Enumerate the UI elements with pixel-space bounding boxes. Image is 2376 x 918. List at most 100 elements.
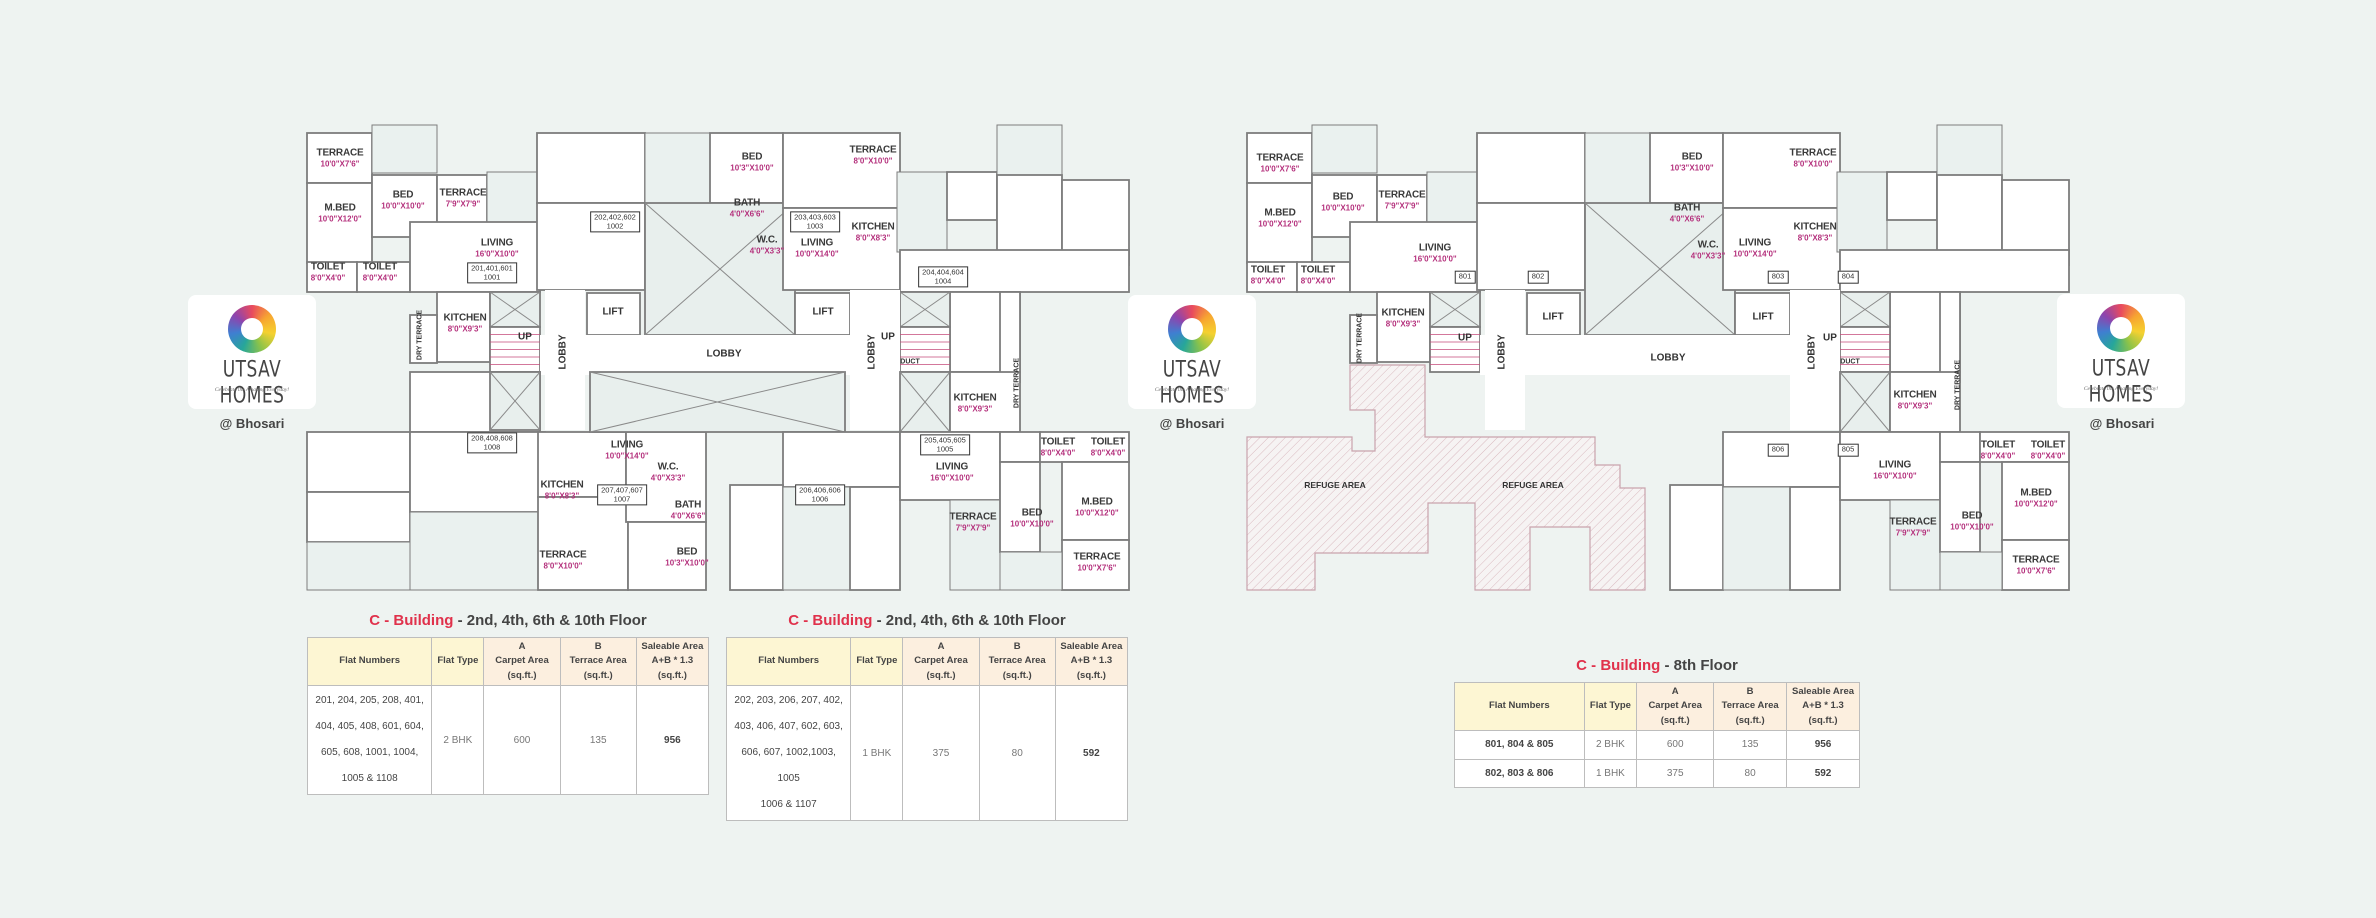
table-row: 202, 203, 206, 207, 402,403, 406, 407, 6…	[725, 685, 1129, 821]
room-balcony	[409, 511, 546, 591]
table-row: 802, 803 & 806 1 BHK 375 80 592	[1454, 758, 1860, 788]
logo-brand: UTSAV HOMES	[1159, 357, 1225, 409]
room-room	[782, 431, 901, 488]
logo-tagline: Celebrate the Amazing Everyday!	[214, 387, 290, 393]
room-room	[729, 484, 784, 591]
room-name: LIVING	[610, 439, 644, 451]
room-dimension: 8'0"X4'0"	[2030, 451, 2066, 461]
flat-number-tag: 802	[1527, 270, 1549, 284]
room-room	[1722, 132, 1841, 209]
room-room	[1476, 132, 1586, 204]
up-label: UP	[518, 331, 532, 343]
void-cross-line	[644, 202, 796, 336]
room-label: W.C.4'0"X3'3"	[651, 462, 686, 483]
room-lobby-floor	[540, 335, 900, 375]
flat-number: 805	[1841, 444, 1855, 454]
logo-tagline: Celebrate the Amazing Everyday!	[2083, 386, 2159, 392]
room-balcony	[949, 499, 1001, 591]
room-room	[306, 491, 411, 543]
dry-terrace-label: DRY TERRACE	[416, 309, 424, 361]
dry-terrace-label: DRY TERRACE	[1954, 359, 1962, 411]
lift-label: LIFT	[602, 306, 624, 318]
flat-number: 1004	[934, 276, 952, 285]
room-dimension: 10'3"X10'0"	[1670, 163, 1714, 173]
flat-number: 801	[1458, 271, 1472, 281]
room-lobby-floor	[545, 290, 585, 430]
room-name: TOILET	[362, 261, 398, 273]
room-room	[1734, 292, 1791, 336]
room-dimension: 10'0"X7'6"	[2016, 566, 2056, 576]
flat-number: 1005	[936, 444, 954, 453]
room-name: TOILET	[2030, 439, 2066, 451]
flat-number: 803	[1771, 271, 1785, 281]
room-name: KITCHEN	[953, 392, 997, 404]
room-dimension: 10'3"X10'0"	[665, 558, 709, 568]
void-cross-line	[1584, 202, 1736, 336]
room-name: BED	[1332, 191, 1354, 203]
room-room	[996, 174, 1063, 264]
room-name: TERRACE	[949, 511, 997, 523]
flat-number: 1006	[811, 494, 829, 503]
room-room	[625, 431, 707, 523]
room-dimension: 10'0"X14'0"	[605, 451, 649, 461]
room-room	[1839, 431, 1941, 501]
room-lobby-floor	[1790, 290, 1840, 430]
room-balcony	[896, 171, 948, 253]
room-dimension: 4'0"X3'3"	[749, 246, 785, 256]
room-name: TOILET	[1980, 439, 2016, 451]
room-dimension: 10'0"X7'6"	[320, 159, 360, 169]
room-room	[1246, 132, 1313, 184]
flat-number-tag: 804	[1837, 270, 1859, 284]
room-dimension: 8'0"X4'0"	[1980, 451, 2016, 461]
room-name: BED	[676, 546, 698, 558]
flat-number: 804	[1841, 271, 1855, 281]
room-name: TOILET	[1090, 436, 1126, 448]
room-name: TERRACE	[1889, 516, 1937, 528]
room-dimension: 8'0"X9'3"	[957, 404, 993, 414]
room-dimension: 8'0"X9'3"	[447, 324, 483, 334]
room-room	[1789, 486, 1841, 591]
room-dimension: 16'0"X10'0"	[1873, 471, 1917, 481]
room-name: BED	[1021, 507, 1043, 519]
room-room	[949, 371, 1021, 433]
room-dimension: 10'0"X10'0"	[1950, 522, 1994, 532]
room-dimension: 10'0"X10'0"	[381, 201, 425, 211]
table-row: 201, 204, 205, 208, 401,404, 405, 408, 6…	[306, 685, 710, 795]
room-name: W.C.	[756, 234, 778, 246]
room-name: TERRACE	[1073, 551, 1121, 563]
flat-number: 207,407,607	[601, 485, 643, 495]
room-dimension: 7'9"X7'9"	[955, 523, 991, 533]
room-room	[1939, 431, 1981, 463]
void-cross-line	[489, 371, 541, 431]
room-name: BED	[392, 189, 414, 201]
spiral-logo-icon	[2097, 304, 2145, 352]
room-room	[2001, 461, 2070, 541]
utsav-homes-logo: UTSAV HOMES Celebrate the Amazing Everyd…	[188, 295, 316, 409]
room-dimension: 4'0"X6'6"	[670, 511, 706, 521]
room-name: BED	[1681, 151, 1703, 163]
room-room	[1061, 539, 1130, 591]
refuge-area-label: REFUGE AREA	[1502, 480, 1564, 490]
